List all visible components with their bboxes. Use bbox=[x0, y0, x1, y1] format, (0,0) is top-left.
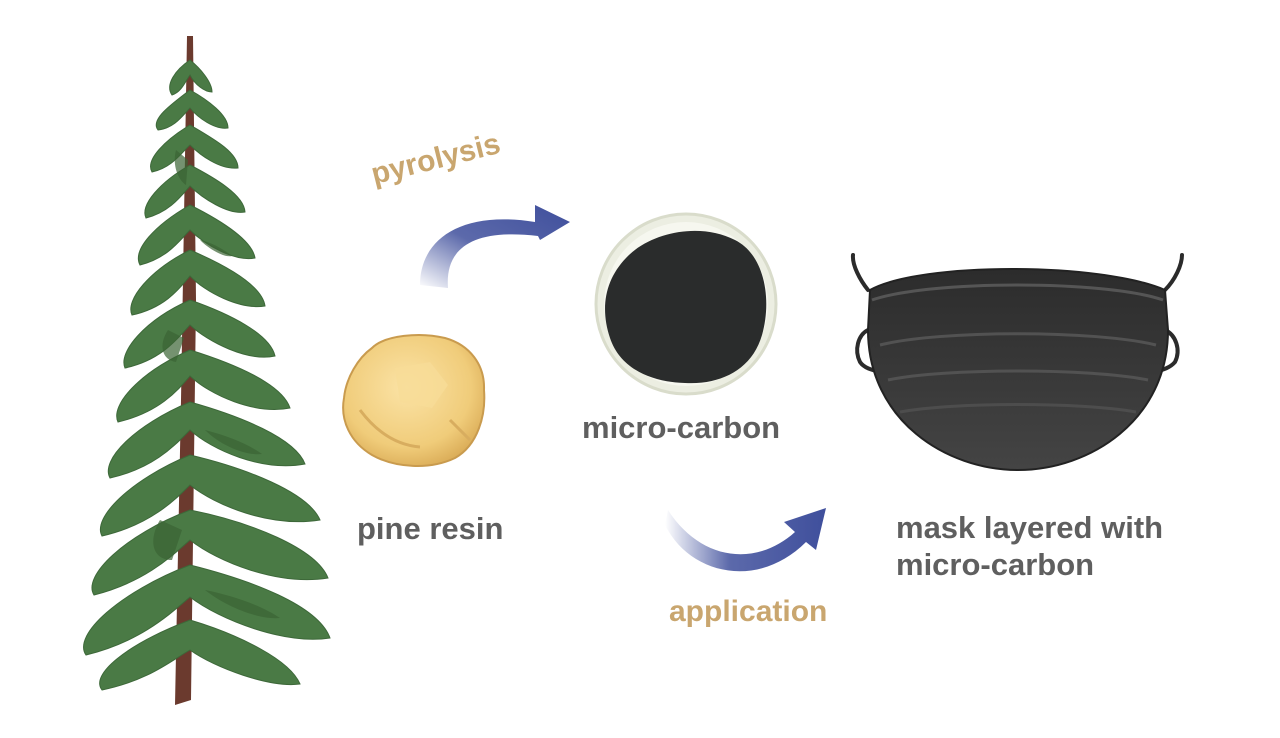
label-application: application bbox=[669, 595, 828, 628]
label-mask-line1: mask layered with bbox=[896, 510, 1164, 545]
face-mask-icon bbox=[850, 253, 1184, 472]
pine-tree-icon bbox=[83, 36, 331, 705]
label-mask-line2: micro-carbon bbox=[896, 547, 1095, 582]
curved-arrow-icon bbox=[665, 508, 826, 572]
label-micro-carbon: micro-carbon bbox=[582, 410, 781, 445]
label-mask: mask layered with micro-carbon bbox=[896, 509, 1163, 583]
carbon-dish-icon bbox=[594, 212, 778, 396]
curved-arrow-icon bbox=[420, 205, 570, 288]
resin-lump-icon bbox=[342, 334, 486, 467]
label-pine-resin: pine resin bbox=[357, 511, 504, 546]
